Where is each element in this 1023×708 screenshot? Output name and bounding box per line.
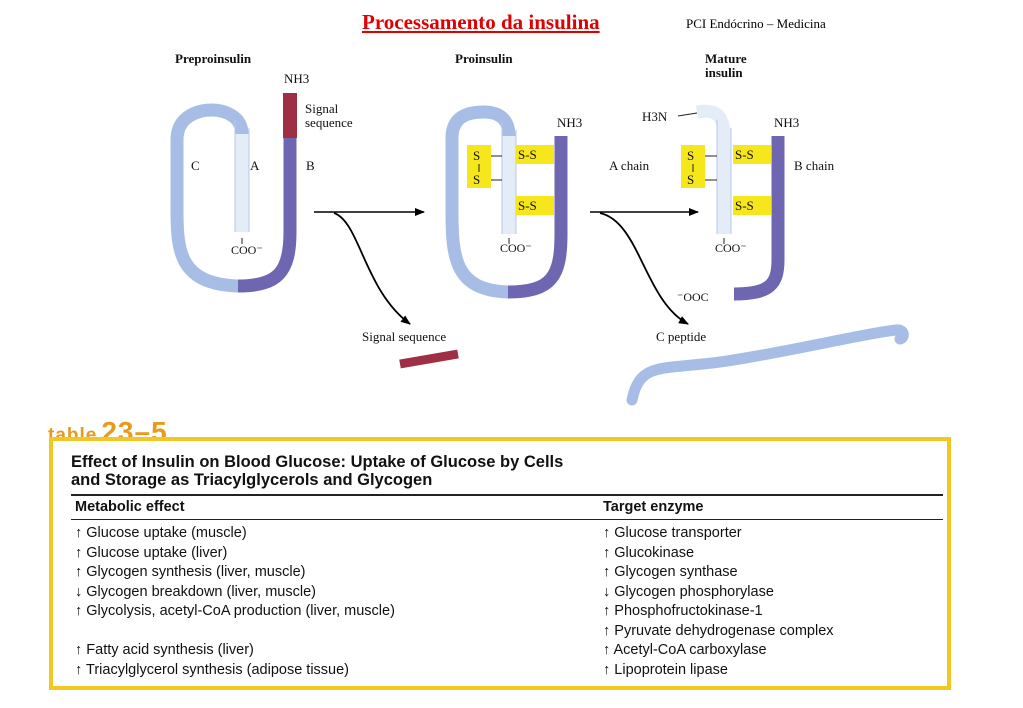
chain-c-segment xyxy=(170,103,249,293)
chain-c-label: C xyxy=(191,158,200,173)
cleaved-c-peptide xyxy=(626,324,909,406)
mature-insulin-molecule xyxy=(695,104,785,301)
page-subtitle: PCI Endócrino – Medicina xyxy=(686,16,826,31)
ss-label-mature-1: S-S xyxy=(735,147,754,162)
b-chain-label: B chain xyxy=(794,158,835,173)
chain-a-outline xyxy=(234,120,250,232)
proinsulin-molecule xyxy=(445,105,568,299)
mature-b-chain xyxy=(733,136,785,301)
cell-effect: ↑ Glycogen synthesis (liver, muscle) xyxy=(75,564,306,580)
stage-title-mature-line2: insulin xyxy=(705,65,743,80)
table-header-rule xyxy=(71,519,943,520)
preproinsulin-molecule xyxy=(170,93,297,293)
stage-title-proinsulin: Proinsulin xyxy=(455,51,513,66)
signal-peptide xyxy=(283,93,297,138)
signal-seq-tag-line1: Signal xyxy=(305,101,339,116)
insulin-processing-diagram: Preproinsulin Proinsulin Mature insulin … xyxy=(170,51,909,406)
cell-effect: ↑ Fatty acid synthesis (liver) xyxy=(75,642,254,658)
arrow-to-c-peptide xyxy=(599,212,689,325)
nh3-label-mature: NH3 xyxy=(774,115,799,130)
disulfide-bridge-pro-1 xyxy=(516,145,554,164)
column-header-metabolic-effect: Metabolic effect xyxy=(75,499,185,515)
cell-enzyme: ↑ Glucokinase xyxy=(603,544,695,561)
stage-title-preproinsulin: Preproinsulin xyxy=(175,51,252,66)
table-heading-line2: and Storage as Triacylglycerols and Glyc… xyxy=(71,471,433,489)
disulfide-bridge-mature-1 xyxy=(733,145,771,164)
chain-a-label: A xyxy=(250,158,260,173)
signal-sequence-label: Signal sequence xyxy=(362,329,446,344)
cell-enzyme: ↑ Glucose transporter xyxy=(603,525,742,541)
cell-enzyme: ↑ Pyruvate dehydrogenase complex xyxy=(603,622,834,639)
mature-a-chain xyxy=(695,104,731,234)
table-top-rule xyxy=(71,494,943,496)
cell-enzyme: ↑ Glycogen synthase xyxy=(603,564,738,580)
ss-label-mature-2: S-S xyxy=(735,198,754,213)
table-heading-line1: Effect of Insulin on Blood Glucose: Upta… xyxy=(71,453,564,471)
coo-label-pro: COO⁻ xyxy=(500,241,532,255)
nh3-label-pro: NH3 xyxy=(557,115,582,130)
s-label-pro-1: S xyxy=(473,148,480,163)
cell-effect: ↑ Glucose uptake (muscle) xyxy=(75,525,247,541)
chain-b-segment xyxy=(237,138,297,293)
s-label-mature-2: S xyxy=(687,172,694,187)
page-title: Processamento da insulina xyxy=(362,10,600,34)
signal-seq-tag-line2: sequence xyxy=(305,115,353,130)
disulfide-bridge-pro-2 xyxy=(516,196,554,215)
nh3-label-pre: NH3 xyxy=(284,71,309,86)
c-peptide-label: C peptide xyxy=(656,329,706,344)
chain-b-label: B xyxy=(306,158,315,173)
cell-enzyme: ↓ Glycogen phosphorylase xyxy=(603,583,774,600)
s-label-pro-2: S xyxy=(473,172,480,187)
ooc-label: ⁻OOC xyxy=(677,290,709,304)
a-chain-label: A chain xyxy=(609,158,650,173)
proinsulin-c-segment xyxy=(445,105,516,299)
stage-title-mature-line1: Mature xyxy=(705,51,747,66)
cell-enzyme: ↑ Lipoprotein lipase xyxy=(603,661,728,678)
table-heading: Effect of Insulin on Blood Glucose: Upta… xyxy=(71,453,931,489)
arrow-to-signal-sequence xyxy=(333,212,411,325)
coo-label-mature: COO⁻ xyxy=(715,241,747,255)
coo-label-pre: COO⁻ xyxy=(231,243,263,257)
cleaved-signal-peptide xyxy=(399,349,459,369)
cell-effect: ↑ Glycolysis, acetyl-CoA production (liv… xyxy=(75,603,395,619)
cell-enzyme: ↑ Phosphofructokinase-1 xyxy=(603,603,763,619)
page-header: Processamento da insulina PCI Endócrino … xyxy=(0,10,1023,40)
ss-label-pro-2: S-S xyxy=(518,198,537,213)
insulin-effects-table: Effect of Insulin on Blood Glucose: Upta… xyxy=(49,437,951,690)
cell-enzyme: ↑ Acetyl-CoA carboxylase xyxy=(603,642,767,658)
cell-effect: ↑ Glucose uptake (liver) xyxy=(75,544,228,561)
cell-effect: ↑ Triacylglycerol synthesis (adipose tis… xyxy=(75,661,349,678)
disulfide-bridge-mature-2 xyxy=(733,196,771,215)
ss-label-pro-1: S-S xyxy=(518,147,537,162)
cell-effect: ↓ Glycogen breakdown (liver, muscle) xyxy=(75,583,316,600)
s-label-mature-1: S xyxy=(687,148,694,163)
h3n-label: H3N xyxy=(642,109,668,124)
column-header-target-enzyme: Target enzyme xyxy=(603,499,704,515)
proinsulin-b-segment xyxy=(507,136,568,299)
